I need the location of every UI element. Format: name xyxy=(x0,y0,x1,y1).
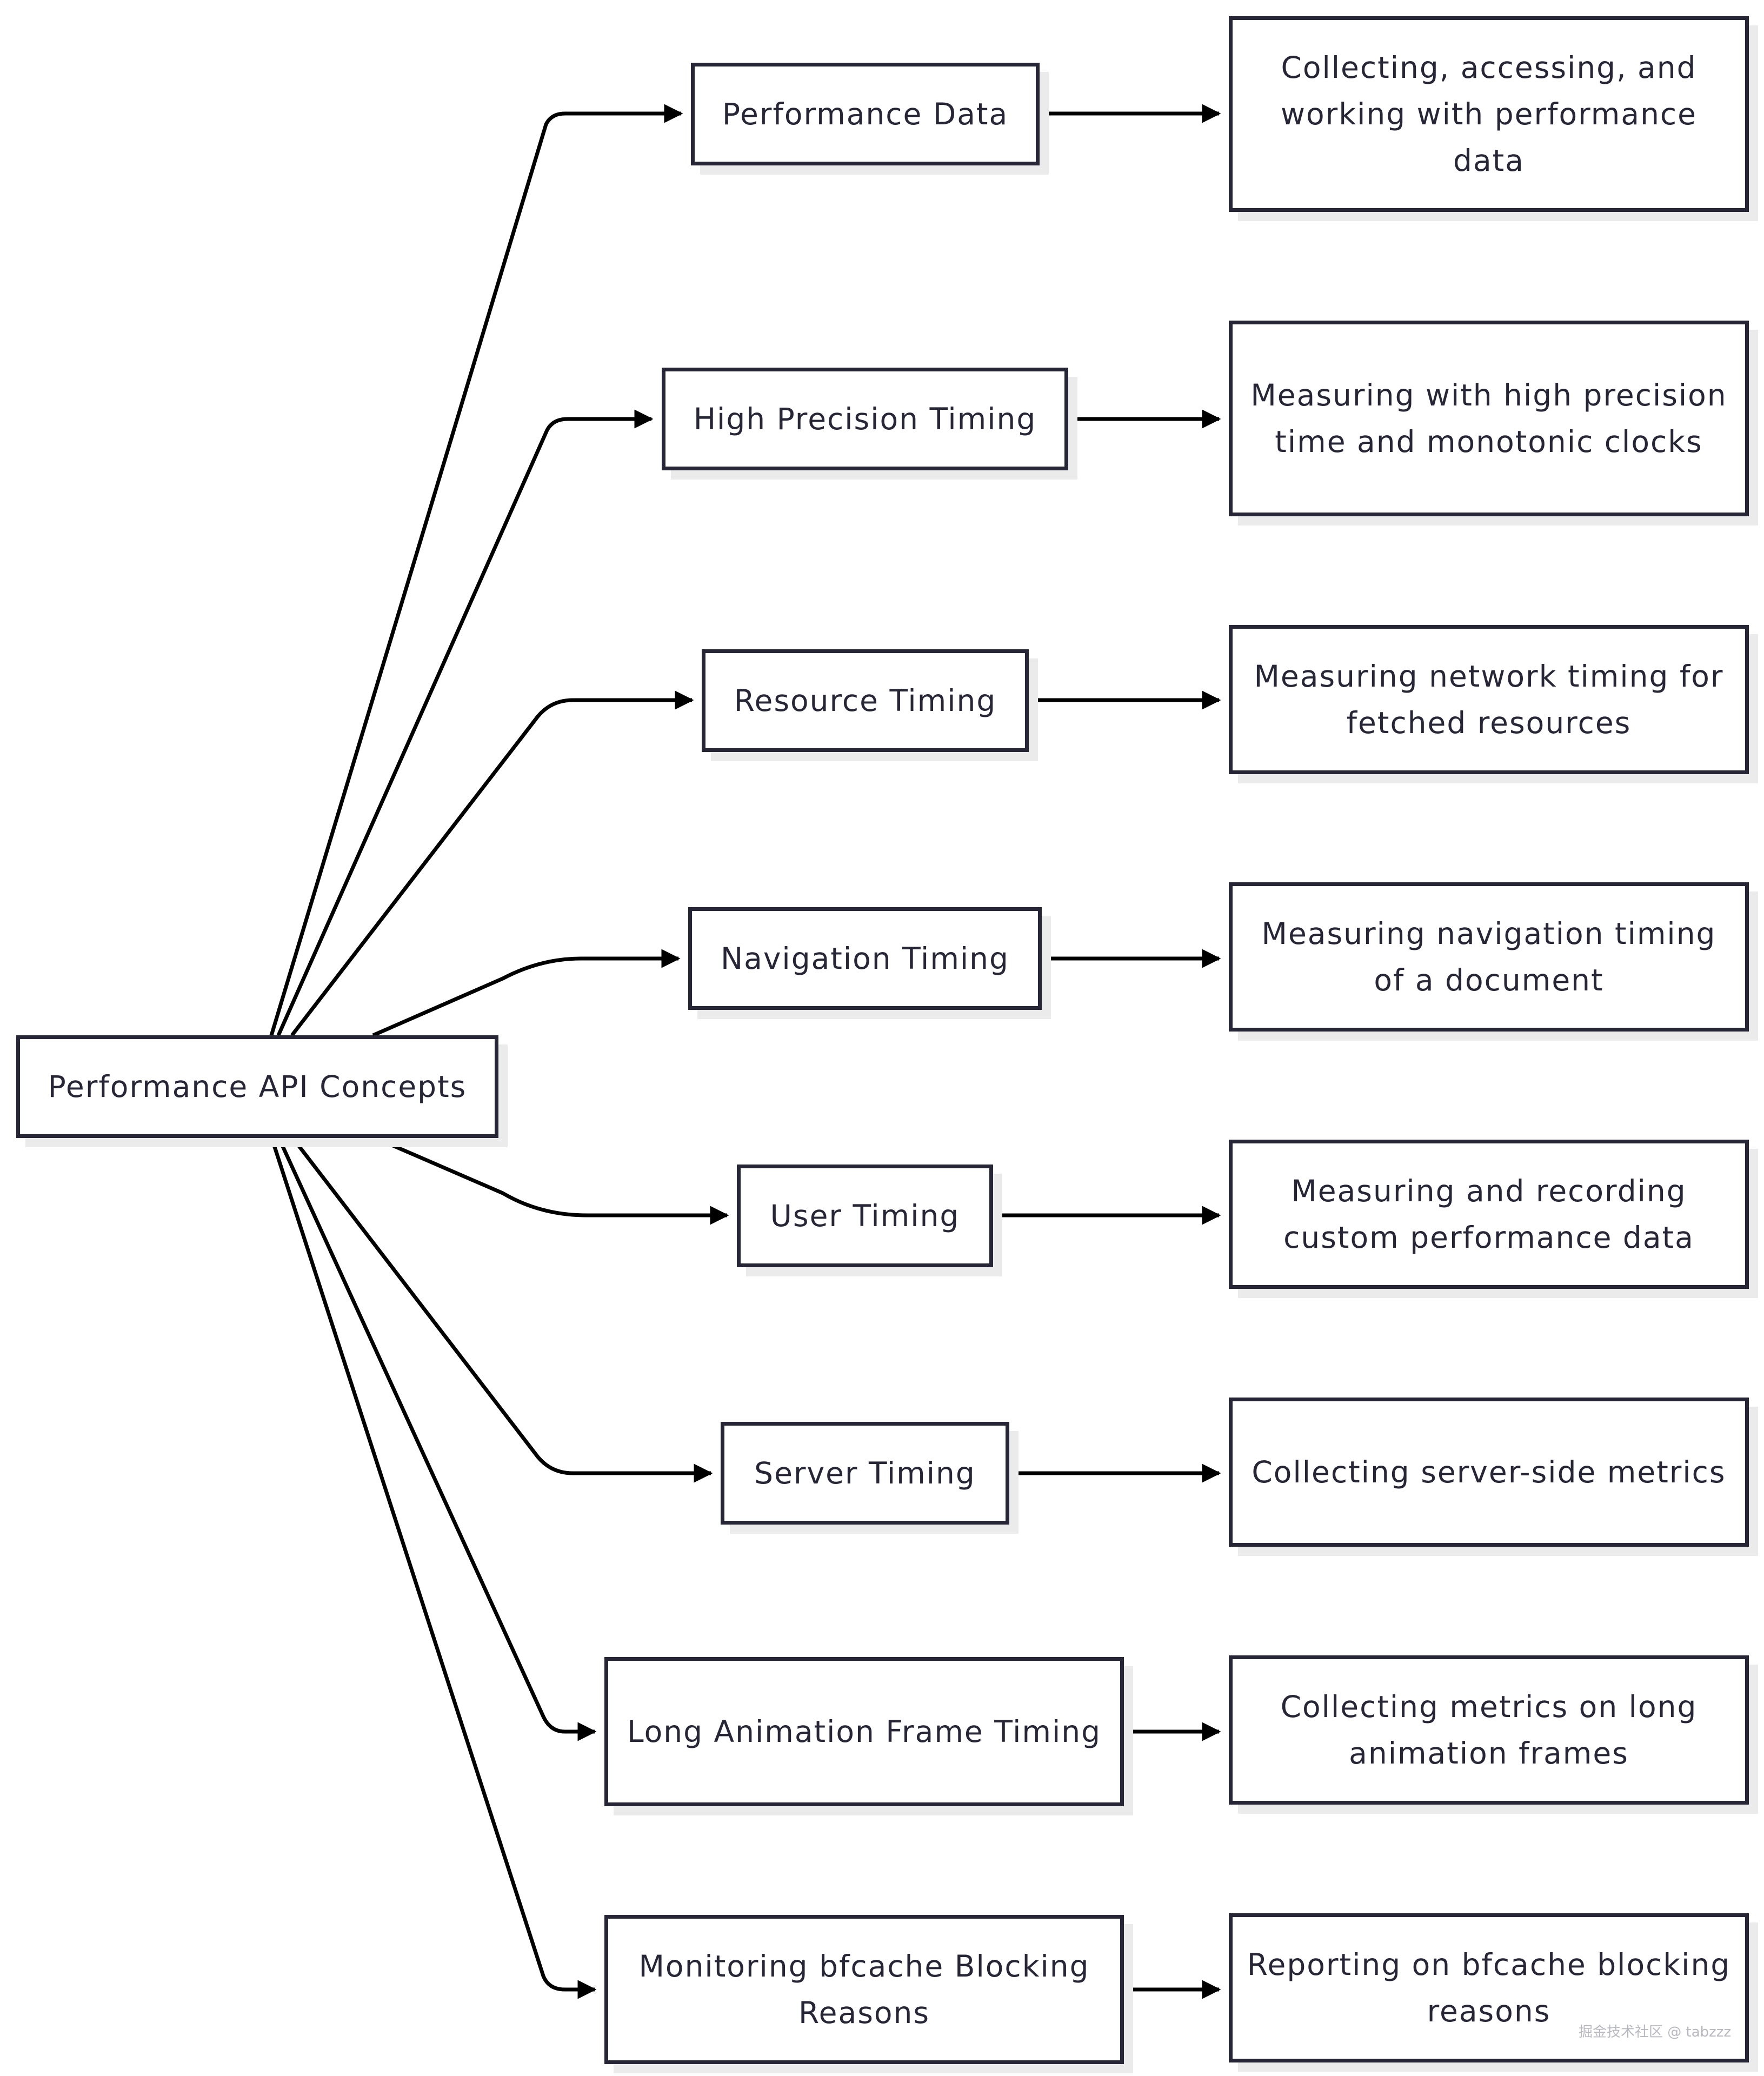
description-label: Reporting on bfcache blocking reasons xyxy=(1247,1947,1731,2028)
concept-label: Monitoring bfcache Blocking Reasons xyxy=(638,1949,1090,2030)
description-node-user-timing[interactable]: Measuring and recording custom performan… xyxy=(1229,1140,1749,1289)
description-node-performance-data[interactable]: Collecting, accessing, and working with … xyxy=(1229,16,1749,212)
edge-root-to-long-animation-frame-timing xyxy=(276,1136,597,1741)
edge-root-to-server-timing xyxy=(290,1135,713,1483)
description-label: Collecting metrics on long animation fra… xyxy=(1280,1689,1698,1771)
description-label: Measuring and recording custom performan… xyxy=(1283,1174,1694,1255)
description-label: Collecting server-side metrics xyxy=(1252,1455,1726,1489)
concept-label: Performance Data xyxy=(722,97,1009,131)
concept-node-performance-data[interactable]: Performance Data xyxy=(691,63,1040,165)
edge-root-to-user-timing xyxy=(372,1135,729,1225)
description-label: Collecting, accessing, and working with … xyxy=(1280,50,1698,178)
description-node-navigation-timing[interactable]: Measuring navigation timing of a documen… xyxy=(1229,882,1749,1032)
concept-node-server-timing[interactable]: Server Timing xyxy=(721,1422,1009,1525)
concept-node-monitoring-bfcache-blocking-reasons[interactable]: Monitoring bfcache Blocking Reasons xyxy=(604,1915,1124,2064)
description-node-long-animation-frame-timing[interactable]: Collecting metrics on long animation fra… xyxy=(1229,1655,1749,1805)
description-node-high-precision-timing[interactable]: Measuring with high precision time and m… xyxy=(1229,321,1749,516)
concept-node-long-animation-frame-timing[interactable]: Long Animation Frame Timing xyxy=(604,1657,1124,1806)
description-node-server-timing[interactable]: Collecting server-side metrics xyxy=(1229,1398,1749,1547)
concept-label: Long Animation Frame Timing xyxy=(627,1714,1102,1749)
edge-root-to-high-precision-timing xyxy=(276,409,654,1036)
concept-label: Server Timing xyxy=(754,1456,976,1491)
concept-label: Resource Timing xyxy=(734,683,997,718)
concept-node-navigation-timing[interactable]: Navigation Timing xyxy=(688,907,1042,1010)
root-label: Performance API Concepts xyxy=(48,1069,467,1104)
edge-root-to-performance-data xyxy=(269,104,683,1036)
edge-root-to-resource-timing xyxy=(290,690,694,1037)
concept-label: User Timing xyxy=(770,1199,960,1233)
concept-label: Navigation Timing xyxy=(721,941,1009,976)
concept-label: High Precision Timing xyxy=(693,402,1037,436)
concept-node-resource-timing[interactable]: Resource Timing xyxy=(702,649,1029,752)
description-label: Measuring network timing for fetched res… xyxy=(1254,659,1724,740)
description-label: Measuring navigation timing of a documen… xyxy=(1261,916,1716,997)
description-node-resource-timing[interactable]: Measuring network timing for fetched res… xyxy=(1229,625,1749,774)
description-label: Measuring with high precision time and m… xyxy=(1250,378,1727,459)
concept-node-high-precision-timing[interactable]: High Precision Timing xyxy=(662,368,1068,470)
edge-root-to-monitoring-bfcache-blocking-reasons xyxy=(269,1136,597,1999)
root-node[interactable]: Performance API Concepts xyxy=(16,1035,498,1138)
edge-root-to-navigation-timing xyxy=(372,949,681,1037)
watermark: 掘金技术社区 @ tabzzz xyxy=(1579,2024,1732,2040)
concept-node-user-timing[interactable]: User Timing xyxy=(737,1165,993,1267)
description-node-monitoring-bfcache-blocking-reasons[interactable]: Reporting on bfcache blocking reasons xyxy=(1229,1913,1749,2062)
